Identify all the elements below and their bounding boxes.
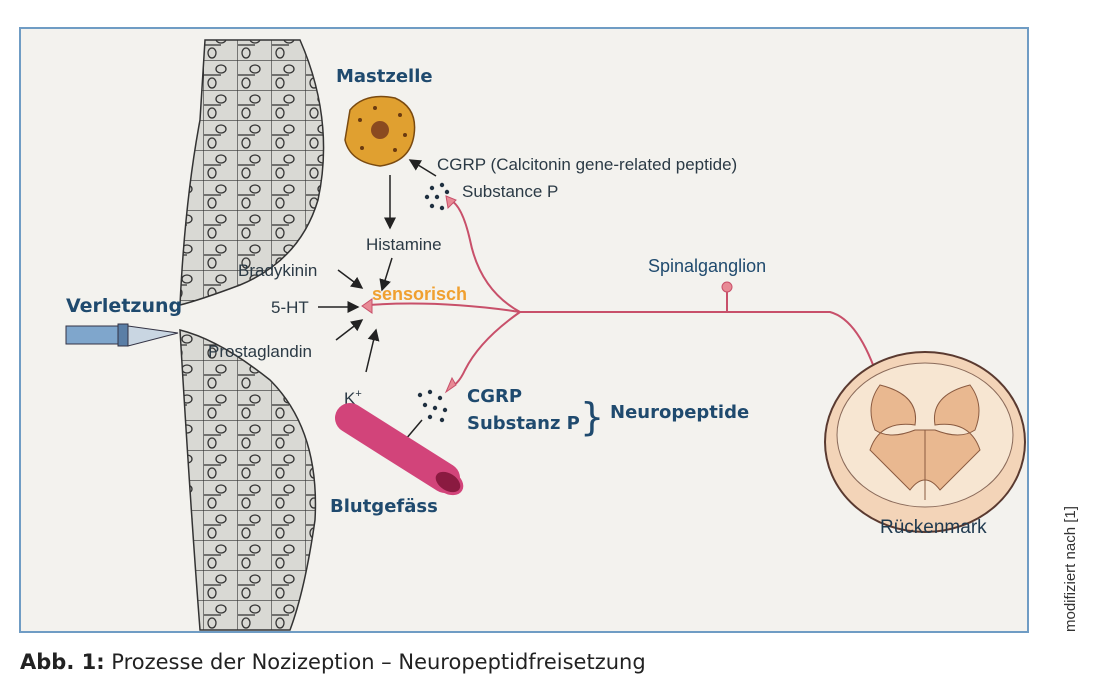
label-blood-vessel: Blutgefäss [330,496,438,517]
scalpel-icon [65,323,179,347]
label-5ht: 5-HT [271,298,309,317]
label-potassium: K+ [344,388,362,408]
arrows [318,159,437,448]
tissue-lower [179,329,317,631]
label-cgrp-bottom: CGRP [467,386,522,407]
label-cgrp-top: CGRP (Calcitonin gene-related peptide) [437,155,737,174]
mast-cell [344,95,416,167]
blood-vessel [335,403,464,496]
label-substanz-p-bottom: Substanz P [467,413,580,434]
label-bradykinin: Bradykinin [238,261,317,280]
tissue-upper [179,39,325,306]
figure-frame [19,27,1029,633]
spinal-cord [824,351,1026,533]
label-neuropeptides: Neuropeptide [610,402,749,423]
label-substance-p-top: Substance P [462,182,558,201]
label-spinal-ganglion: Spinalganglion [648,256,766,276]
label-sensory: sensorisch [372,284,467,304]
credit: modifiziert nach [1] [1062,506,1079,632]
label-spinal-cord: Rückenmark [880,517,987,538]
label-prostaglandin: Prostaglandin [208,342,312,361]
label-injury: Verletzung [66,295,182,317]
label-histamine: Histamine [366,235,442,254]
label-mast-cell: Mastzelle [336,66,433,87]
caption-prefix: Abb. 1: [20,650,105,674]
neuropeptide-dots [417,182,450,423]
brace: } [580,395,604,439]
nerve-endings [361,195,733,394]
figure-caption: Abb. 1: Prozesse der Nozizeption – Neuro… [20,650,646,674]
caption-text: Prozesse der Nozizeption – Neuropeptidfr… [104,650,646,674]
